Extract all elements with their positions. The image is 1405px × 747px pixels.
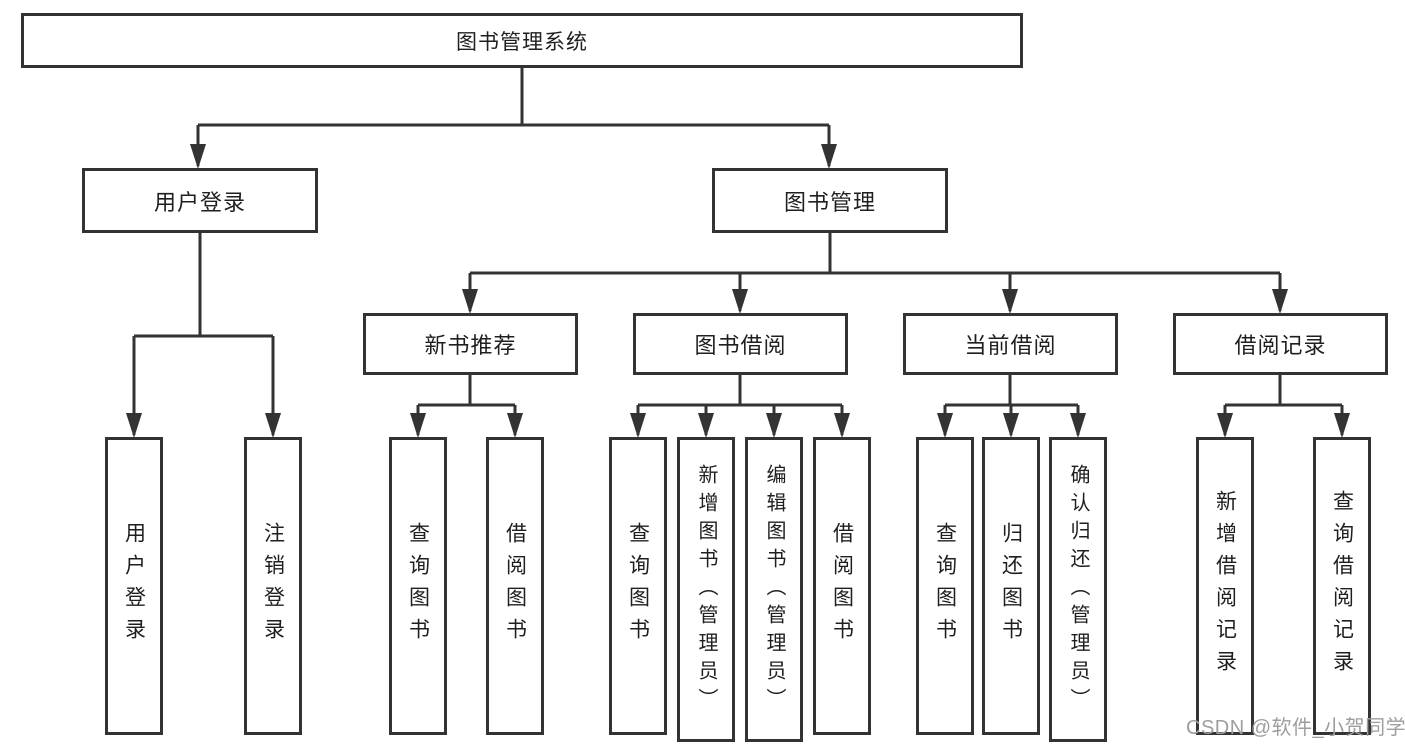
leaf-cb-confirm-return-admin-label: 确认归还（管理员） bbox=[1067, 463, 1089, 716]
leaf-br-add-record: 新增借阅记录 bbox=[1196, 437, 1254, 735]
csdn-watermark: CSDN @软件_小贺同学 bbox=[1186, 717, 1405, 739]
node-borrowing-records-label: 借阅记录 bbox=[1234, 333, 1327, 358]
node-new-book-recommend: 新书推荐 bbox=[363, 313, 578, 375]
leaf-cb-query-books-label: 查询图书 bbox=[933, 522, 957, 650]
node-borrowing-records: 借阅记录 bbox=[1173, 313, 1388, 375]
leaf-nbr-query-books: 查询图书 bbox=[389, 437, 447, 735]
arrowheads bbox=[126, 144, 1350, 438]
leaf-bb-add-book-admin: 新增图书（管理员） bbox=[677, 437, 735, 742]
node-user-login: 用户登录 bbox=[82, 168, 318, 233]
node-book-management: 图书管理 bbox=[712, 168, 948, 233]
leaf-nbr-borrow-books: 借阅图书 bbox=[486, 437, 544, 735]
leaf-bb-borrow-books: 借阅图书 bbox=[813, 437, 871, 735]
leaf-cb-query-books: 查询图书 bbox=[916, 437, 974, 735]
leaf-user-login: 用户登录 bbox=[105, 437, 163, 735]
leaf-bb-edit-book-admin-label: 编辑图书（管理员） bbox=[763, 463, 785, 716]
leaf-cb-confirm-return-admin: 确认归还（管理员） bbox=[1049, 437, 1107, 742]
node-root: 图书管理系统 bbox=[21, 13, 1023, 68]
leaf-bb-add-book-admin-label: 新增图书（管理员） bbox=[695, 463, 717, 716]
leaf-br-query-record-label: 查询借阅记录 bbox=[1330, 490, 1354, 682]
connector-paths bbox=[132, 68, 1344, 435]
leaf-cb-return-books-label: 归还图书 bbox=[999, 522, 1023, 650]
leaf-bb-borrow-books-label: 借阅图书 bbox=[830, 522, 854, 650]
leaf-br-query-record: 查询借阅记录 bbox=[1313, 437, 1371, 735]
node-user-login-label: 用户登录 bbox=[153, 189, 246, 215]
leaf-logout: 注销登录 bbox=[244, 437, 302, 735]
leaf-nbr-query-books-label: 查询图书 bbox=[406, 522, 430, 650]
node-current-borrowing-label: 当前借阅 bbox=[964, 333, 1057, 358]
node-current-borrowing: 当前借阅 bbox=[903, 313, 1118, 375]
leaf-nbr-borrow-books-label: 借阅图书 bbox=[503, 522, 527, 650]
leaf-logout-label: 注销登录 bbox=[261, 522, 285, 650]
node-book-borrowing-label: 图书借阅 bbox=[694, 333, 787, 358]
node-book-management-label: 图书管理 bbox=[783, 189, 876, 215]
leaf-bb-query-books: 查询图书 bbox=[609, 437, 667, 735]
node-book-borrowing: 图书借阅 bbox=[633, 313, 848, 375]
leaf-bb-query-books-label: 查询图书 bbox=[626, 522, 650, 650]
leaf-br-add-record-label: 新增借阅记录 bbox=[1213, 490, 1237, 682]
leaf-bb-edit-book-admin: 编辑图书（管理员） bbox=[745, 437, 803, 742]
node-new-book-recommend-label: 新书推荐 bbox=[424, 333, 517, 358]
leaf-cb-return-books: 归还图书 bbox=[982, 437, 1040, 735]
node-root-label: 图书管理系统 bbox=[456, 30, 588, 54]
leaf-user-login-label: 用户登录 bbox=[122, 522, 146, 650]
